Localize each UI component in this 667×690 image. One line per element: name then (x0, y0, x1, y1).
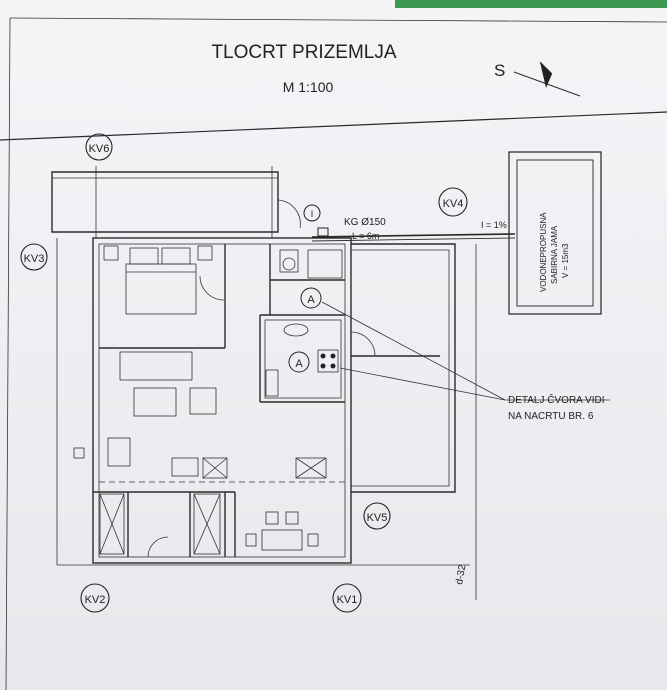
pipe-diameter-label: KG Ø150 (344, 217, 386, 228)
kv6-marker: KV6 (85, 133, 113, 161)
annex-outline (51, 166, 301, 238)
sewer-pipe: KG Ø150 L = 6m I = 1% (311, 217, 516, 242)
detail-marker-lower: A (288, 351, 310, 373)
tank-label-line2: SABIRNA JAMA (550, 225, 559, 284)
drawing-title: TLOCRT PRIZEMLJA (211, 42, 396, 63)
kv1-marker: KV1 (332, 583, 362, 613)
svg-text:KV2: KV2 (85, 594, 106, 606)
septic-tank: VODONEPROPUSNA SABIRNA JAMA V = 15m3 (508, 151, 602, 315)
drawing-scale: M 1:100 (283, 79, 334, 95)
meter-box (73, 447, 85, 459)
kv2-marker: KV2 (80, 583, 110, 613)
kitchen-block (264, 319, 342, 399)
svg-text:I: I (311, 209, 314, 219)
svg-text:KV6: KV6 (89, 143, 110, 155)
pipe-slope-label: I = 1% (481, 220, 507, 230)
living-room-furniture (107, 351, 327, 479)
bathroom-fixtures (279, 249, 343, 279)
pipe-length-label: L = 6m (352, 231, 379, 241)
dining-table (245, 511, 319, 551)
detail-note-line2: NA NACRTU BR. 6 (508, 411, 594, 422)
detail-marker-upper: A (300, 287, 322, 309)
kv4-marker: KV4 (438, 187, 468, 217)
desk-background-edge (395, 0, 667, 8)
svg-text:KV4: KV4 (443, 198, 464, 210)
inspection-shaft-marker: I (303, 204, 329, 237)
sheet-border-top (9, 17, 667, 23)
svg-text:KV3: KV3 (24, 253, 45, 265)
detail-leader-lines (321, 301, 610, 401)
sheet-border-left (5, 17, 11, 690)
svg-text:A: A (295, 358, 303, 370)
svg-text:KV5: KV5 (367, 512, 388, 524)
bed (103, 245, 213, 315)
detail-note-line1: DETALJ ČVORA VIDI (508, 393, 605, 406)
kv5-marker: KV5 (363, 502, 391, 530)
plot-boundary-line (0, 111, 667, 141)
north-label: S (494, 61, 505, 80)
level-label: d-32 (454, 563, 468, 585)
tank-label-line1: VODONEPROPUSNA (539, 212, 548, 292)
tank-label-line3: V = 15m3 (561, 243, 570, 278)
storage-units (99, 493, 221, 555)
north-arrow-icon: S (494, 61, 581, 97)
svg-text:A: A (307, 294, 315, 306)
kv3-marker: KV3 (20, 243, 48, 271)
house-walls (92, 237, 456, 564)
svg-text:KV1: KV1 (337, 594, 358, 606)
